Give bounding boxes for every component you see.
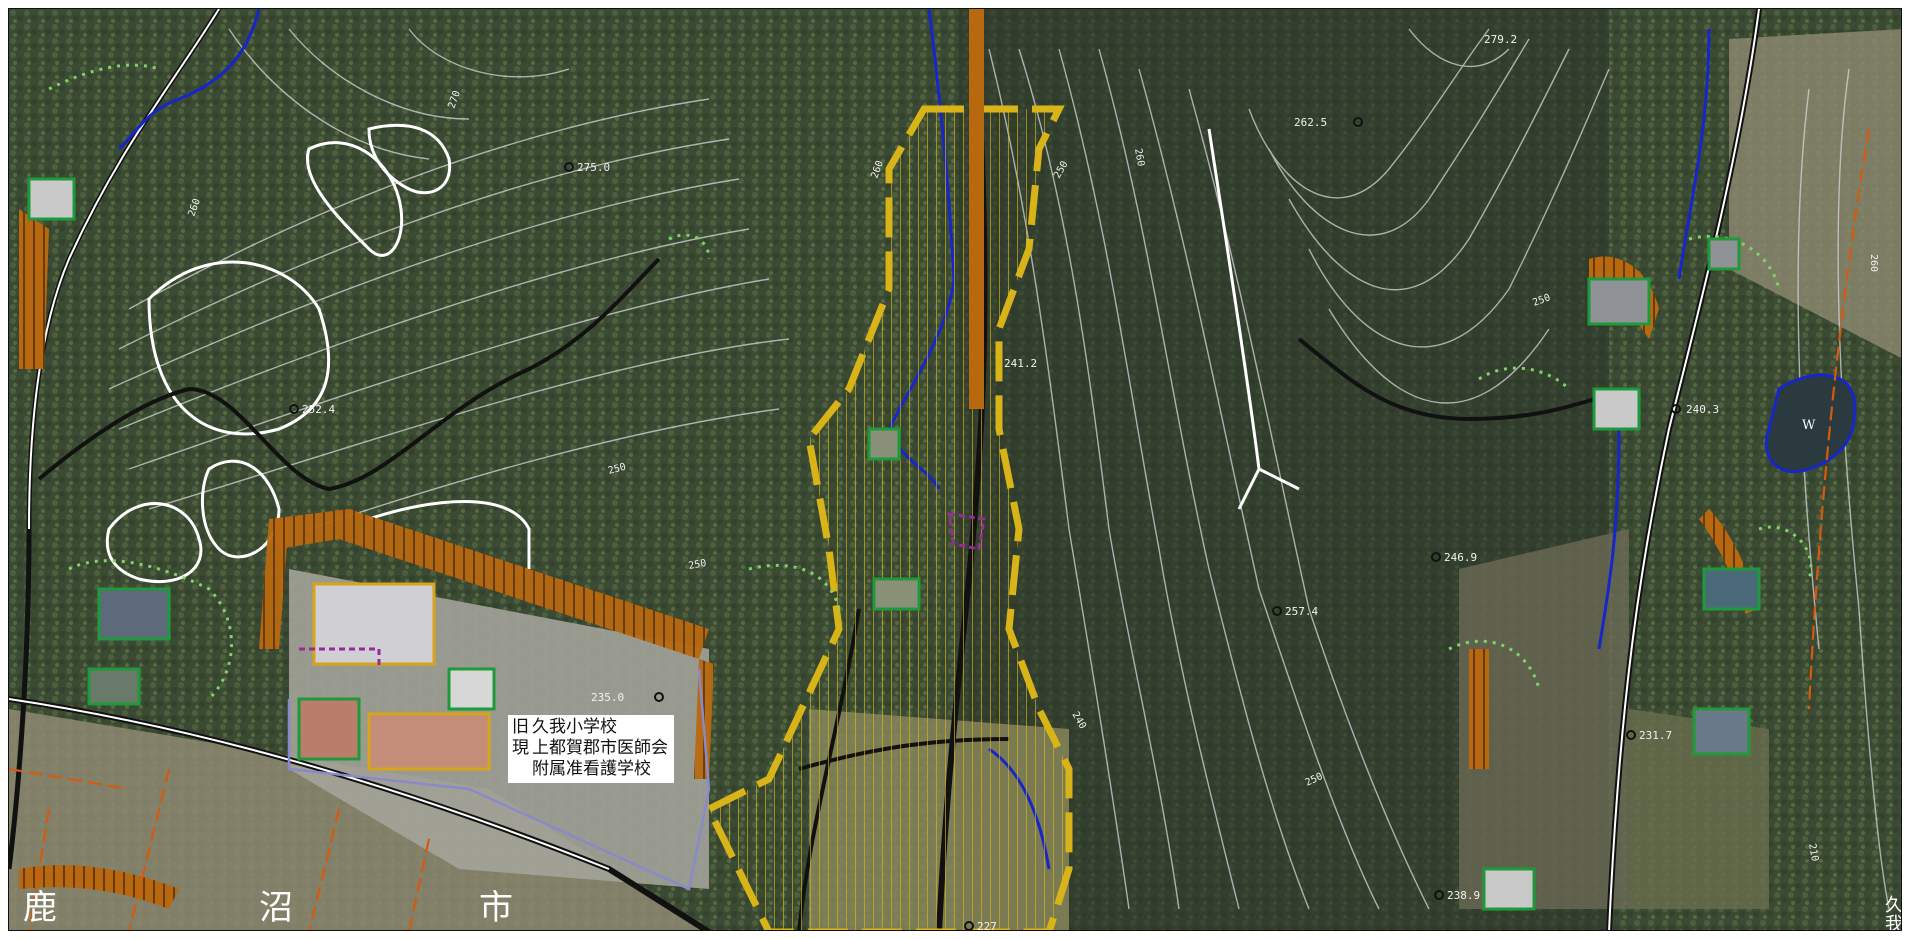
contour-label-10: 260 [1868,254,1879,272]
white-roads [9,9,1760,930]
corner-char-2: 我 [1885,914,1902,931]
field-northeast [1729,29,1901,358]
contour-label-3: 260 [1132,148,1146,168]
building-school-main [367,712,491,771]
corner-char-1: 久 [1885,895,1902,916]
building-school-annex [447,667,496,711]
dotted-boundaries [48,63,1813,701]
marker-275 [564,162,574,172]
strip-valley [969,9,984,409]
building-east-5 [1482,867,1536,911]
school-label-line-2: 現上都賀郡市医師会 [512,738,668,758]
building-valley-2 [872,577,921,611]
building-west-1 [27,177,76,221]
field-east-2 [1629,709,1769,909]
road-east-link [1297,337,1630,422]
elevation-240: 240.3 [1686,403,1719,416]
building-valley-1 [867,427,901,461]
building-east-1 [1592,387,1641,431]
building-east-2 [1587,277,1651,326]
building-west-3 [87,667,141,706]
pond-label: W [1802,418,1816,433]
elevation-246: 246.9 [1444,551,1477,564]
elevation-231: 231.7 [1639,729,1672,742]
building-east-6 [1707,237,1741,271]
city-name-char-1: 鹿 [23,888,57,928]
marker-257 [1272,606,1282,616]
marker-227 [964,921,974,930]
school-label-line-3: 附属准看護学校 [532,759,651,779]
marker-262 [1353,117,1363,127]
school-label-line-1: 旧久我小学校 [512,717,617,737]
building-east-4 [1692,707,1751,756]
buildings [27,177,1761,911]
elevation-227: 227 [977,920,997,931]
city-name-char-3: 市 [479,888,513,928]
marker-231 [1626,730,1636,740]
marker-238 [1434,890,1444,900]
marker-235 [654,692,664,702]
city-name-char-2: 沼 [259,888,293,928]
strip-west [19,209,49,369]
parcel-lines [9,128,1871,930]
elevation-275: 275.0 [577,161,610,174]
strip-school-west [259,519,289,649]
elevation-252: 252.4 [302,403,335,416]
building-school-gym [312,582,436,666]
contour-label-11: 210 [1806,843,1820,863]
map-frame: 275.0 252.4 241.2 262.5 279.2 240.3 246.… [8,8,1902,931]
marker-246 [1431,552,1441,562]
field-east [1459,529,1629,909]
lavender-boundary [287,668,711,891]
map-canvas[interactable]: 275.0 252.4 241.2 262.5 279.2 240.3 246.… [9,9,1902,931]
contour-label-12: 250 [688,558,708,572]
strip-south-west [19,865,179,909]
elevation-markers [289,117,1681,930]
elevation-238: 238.9 [1447,889,1480,902]
school-label: 旧久我小学校 現上都賀郡市医師会 附属准看護学校 [507,714,675,784]
marker-252 [289,404,299,414]
marker-240 [1671,404,1681,414]
elevation-262: 262.5 [1294,116,1327,129]
building-west-2 [97,587,171,641]
white-boundaries [105,123,1300,584]
elevation-241: 241.2 [1004,357,1037,370]
strip-school-north [269,509,709,659]
strip-east-2 [1469,649,1489,769]
elevation-235: 235.0 [591,691,624,704]
road-west-branch [37,257,661,492]
contour-label-5: 250 [607,462,627,477]
elevation-257: 257.4 [1285,605,1318,618]
elevation-279: 279.2 [1484,33,1517,46]
building-east-3 [1702,567,1761,611]
building-school-wing [297,697,361,761]
contour-lines [108,28,1890,910]
purple-outlines [299,512,986,669]
